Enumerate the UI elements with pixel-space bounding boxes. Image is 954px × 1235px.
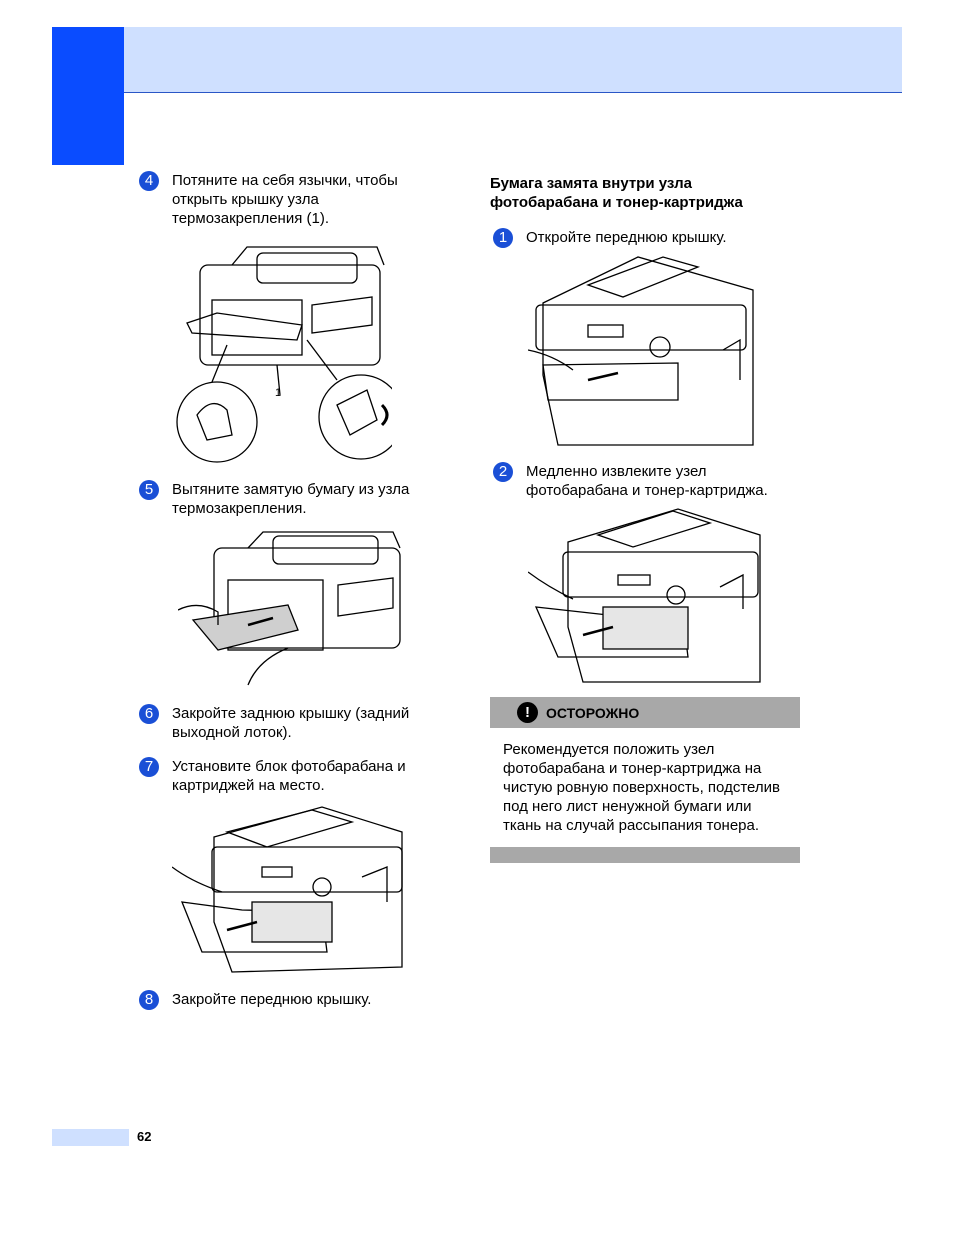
step-4: 4 Потяните на себя язычки, чтобы открыть…	[139, 171, 398, 228]
step-7: 7 Установите блок фотобарабана и картрид…	[139, 757, 406, 795]
chapter-tab	[52, 27, 124, 165]
step-number: 6	[139, 704, 159, 724]
step-8: 8 Закройте переднюю крышку.	[139, 990, 371, 1010]
step-text: Откройте переднюю крышку.	[526, 229, 727, 246]
caution-title: ОСТОРОЖНО	[546, 704, 640, 721]
step-number: 8	[139, 990, 159, 1010]
step-number: 5	[139, 480, 159, 500]
step-number: 1	[493, 228, 513, 248]
step-text: Закройте переднюю крышку.	[172, 991, 372, 1008]
footer-bar	[52, 1129, 129, 1146]
exclamation-icon: !	[517, 702, 538, 723]
step-text: Медленно извлеките узел фотобарабана и т…	[526, 463, 768, 499]
caution-header: ! ОСТОРОЖНО	[490, 697, 800, 728]
caution-footer-bar	[490, 847, 800, 863]
step-text: Вытяните замятую бумагу из узла термозак…	[172, 481, 410, 517]
callout-number: 1	[275, 387, 282, 399]
step-5: 5 Вытяните замятую бумагу из узла термоз…	[139, 480, 409, 518]
step-number: 4	[139, 171, 159, 191]
step-text: Установите блок фотобарабана и картридже…	[172, 758, 406, 794]
page-number: 62	[137, 1129, 152, 1144]
install-drum-illustration	[172, 802, 412, 977]
open-front-cover-illustration	[528, 255, 760, 450]
fuser-cover-illustration: 1	[172, 245, 392, 465]
caution-text: Рекомендуется положить узел фотобарабана…	[503, 741, 780, 834]
step-text: Закройте заднюю крышку (задний выходной …	[172, 705, 410, 741]
header-band	[123, 27, 902, 93]
section-step-1: 1 Откройте переднюю крышку.	[493, 228, 727, 248]
remove-drum-illustration	[528, 507, 768, 685]
section-heading: Бумага замята внутри узла фотобарабана и…	[490, 175, 743, 211]
section-step-2: 2 Медленно извлеките узел фотобарабана и…	[493, 462, 768, 500]
step-number: 7	[139, 757, 159, 777]
step-6: 6 Закройте заднюю крышку (задний выходно…	[139, 704, 409, 742]
pull-paper-illustration	[178, 530, 403, 690]
step-number: 2	[493, 462, 513, 482]
step-text: Потяните на себя язычки, чтобы открыть к…	[172, 172, 398, 227]
